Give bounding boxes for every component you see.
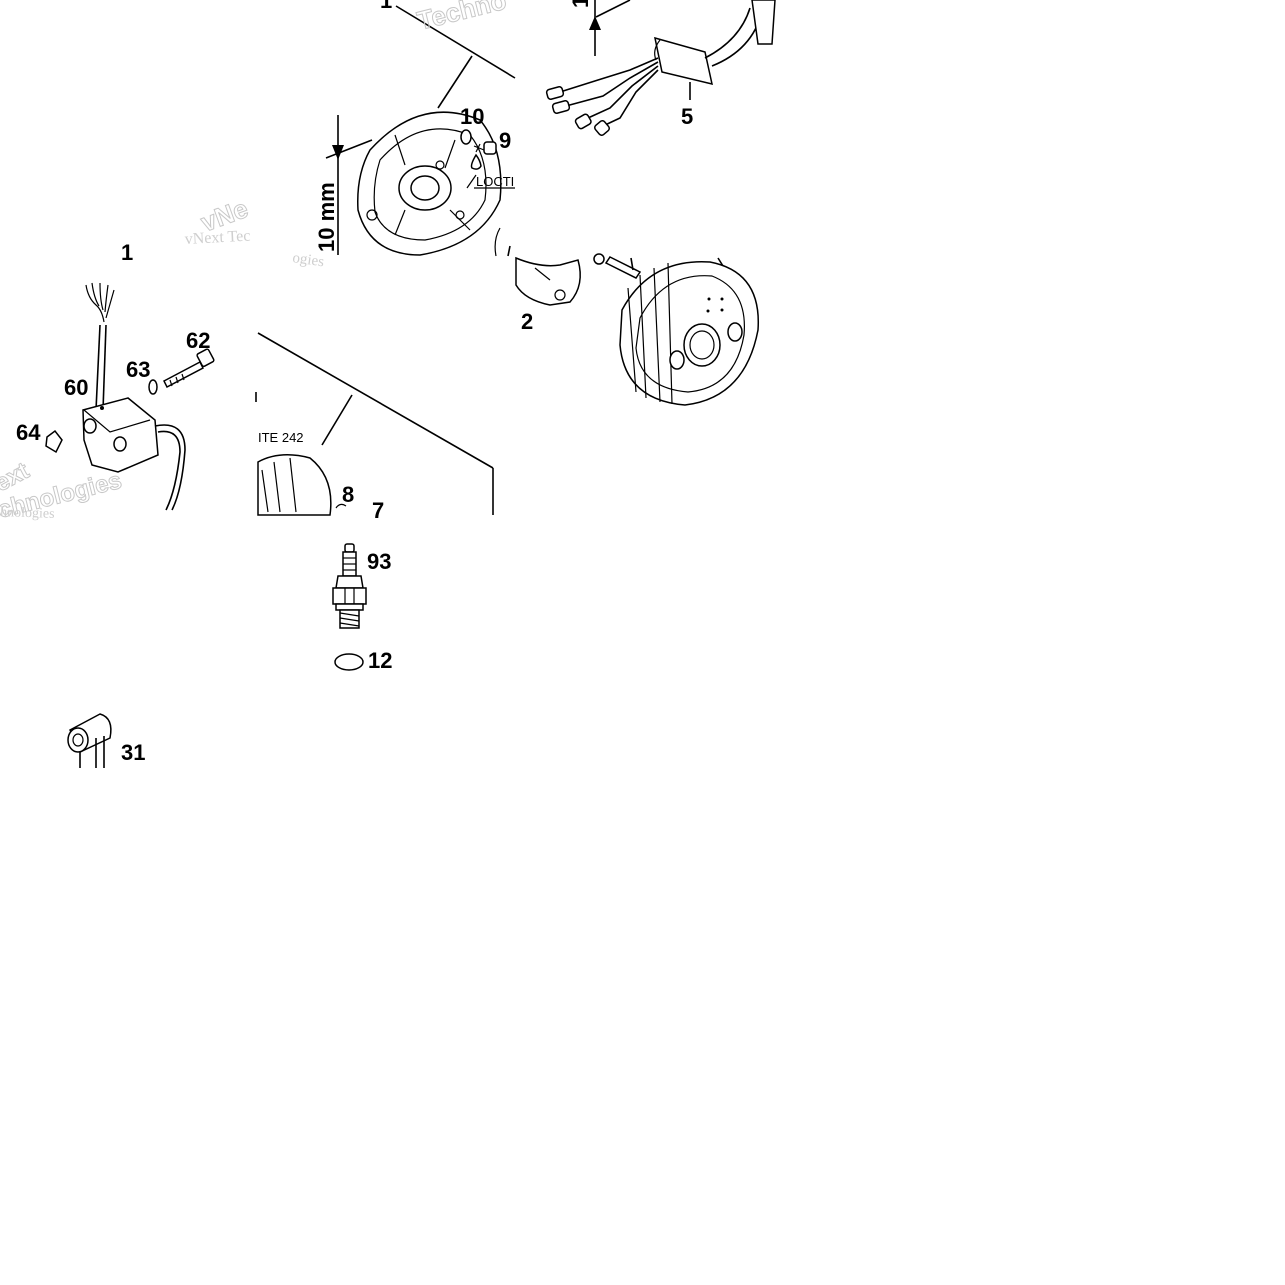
flywheel-group <box>494 227 760 406</box>
coil-bolt-icon <box>163 348 215 389</box>
watermark: Techno <box>414 0 509 36</box>
callout-64: 64 <box>16 420 41 445</box>
spark-plug-cap-icon <box>67 713 112 768</box>
watermark: vNext Tec <box>184 228 250 248</box>
dimension-label: 10 mm <box>314 182 339 252</box>
spark-plug-icon <box>332 543 367 629</box>
callout-2: 2 <box>521 309 533 334</box>
loctite-drop-icon <box>470 153 482 170</box>
washer-icon <box>460 129 472 145</box>
loctite-note-mid: ITE 242 <box>258 430 304 445</box>
callout-63: 63 <box>126 357 150 382</box>
coil-nut-icon <box>45 429 63 454</box>
flywheel-screw-icon <box>593 253 642 279</box>
flywheel-rotor-icon <box>619 260 760 406</box>
wire-harness-icon <box>545 57 659 136</box>
callout-62: 62 <box>186 328 210 353</box>
cable-grommet-icon <box>654 0 776 86</box>
ignition-coil-icon <box>82 397 186 511</box>
watermark: hnologies <box>0 505 55 522</box>
stator-plate-group <box>325 5 516 256</box>
stator-cable-group <box>545 0 776 136</box>
pickup-coil-icon <box>515 256 581 306</box>
seal-ring-icon <box>334 653 364 671</box>
callout-1-left: 1 <box>121 240 133 265</box>
callout-dimension-partial: 1 <box>568 0 593 8</box>
callout-10: 10 <box>460 104 484 129</box>
ignition-coil-group <box>45 282 494 516</box>
callout-12: 12 <box>368 648 392 673</box>
callout-9: 9 <box>499 128 511 153</box>
watermark: ogies <box>291 250 325 270</box>
screw-icon <box>473 141 497 155</box>
callout-5: 5 <box>681 104 693 129</box>
callout-60: 60 <box>64 375 88 400</box>
callout-1-top: 1 <box>380 0 392 13</box>
spark-plug-group <box>67 543 367 768</box>
callout-7: 7 <box>372 498 384 523</box>
stator-plate-icon <box>357 111 502 256</box>
callout-8: 8 <box>342 482 354 507</box>
callout-31: 31 <box>121 740 145 765</box>
callout-93: 93 <box>367 549 391 574</box>
coil-washer-icon <box>148 379 158 395</box>
loctite-note-top: LOCTI <box>476 174 514 189</box>
